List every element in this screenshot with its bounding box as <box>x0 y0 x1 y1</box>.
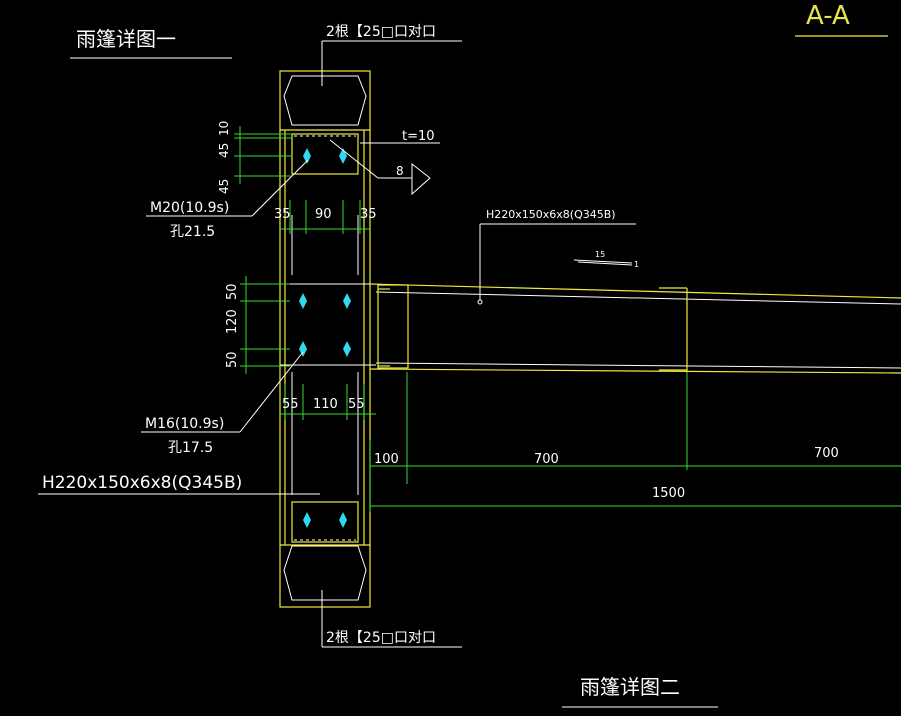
dim-mid-h1: 55 <box>282 397 299 412</box>
label-bolt-top: M20(10.9s) 孔21.5 <box>146 159 309 240</box>
dim-top-v3: 45 <box>217 179 231 194</box>
label-hole-mid-text: 孔17.5 <box>168 440 213 456</box>
dim-top-h1: 35 <box>274 207 291 222</box>
label-top-channel: 2根【25□口对口 <box>321 24 462 86</box>
slope-line <box>573 259 633 264</box>
label-bolt-top-text: M20(10.9s) <box>150 200 229 216</box>
label-beam-main: H220x150x6x8(Q345B) <box>477 208 636 305</box>
label-plate-thickness-text: t=10 <box>402 129 435 144</box>
label-beam-left-text: H220x150x6x8(Q345B) <box>42 473 242 493</box>
beam-bottom-flange-inner <box>375 362 901 369</box>
plate-bottom <box>291 501 359 543</box>
dim-beam-d2: 700 <box>534 452 559 467</box>
dim-top-v1: 10 <box>217 121 231 136</box>
dim-mid-horizontal: 55 110 55 <box>280 384 376 420</box>
label-hole-top-text: 孔21.5 <box>170 224 215 240</box>
weld-size-text: 8 <box>396 164 404 178</box>
dim-mid-h2: 110 <box>313 397 338 412</box>
leader-dot-icon <box>477 299 483 305</box>
plate-bottom-outline <box>291 501 359 543</box>
beam-end-plate <box>377 284 409 369</box>
label-bolt-mid: M16(10.9s) 孔17.5 <box>141 351 304 456</box>
label-bolt-mid-leader <box>239 351 304 433</box>
dim-mid-v1: 50 <box>225 283 240 300</box>
dim-top-vertical: 10 45 45 <box>217 121 292 194</box>
channel-cap-bottom <box>283 545 367 601</box>
title-detail-one: 雨篷详图一 <box>70 27 232 59</box>
beam-bottom-flange <box>369 368 901 374</box>
dim-top-h2: 90 <box>315 207 332 222</box>
bolt-icon <box>339 512 347 528</box>
slope-mark: 15 1 <box>573 250 639 269</box>
weld-symbol: 8 <box>329 139 431 196</box>
column-outline <box>279 70 371 608</box>
bolt-icon <box>303 512 311 528</box>
label-beam-main-text: H220x150x6x8(Q345B) <box>486 208 616 221</box>
weld-leader <box>329 139 379 179</box>
dim-top-v2: 45 <box>217 143 231 158</box>
dim-beam-d1: 100 <box>374 452 399 467</box>
column <box>279 70 371 608</box>
dim-beam: 100 700 700 1500 <box>369 372 901 512</box>
dim-top-h3: 35 <box>360 207 377 222</box>
label-bolt-top-leader <box>251 159 309 217</box>
beam-top-flange <box>369 283 901 299</box>
dim-mid-vertical: 50 120 50 <box>225 276 290 374</box>
slope-num-text: 15 <box>595 250 605 259</box>
dim-mid-v3: 50 <box>225 351 240 368</box>
label-beam-left: H220x150x6x8(Q345B) <box>38 473 320 495</box>
dim-top-horizontal: 35 90 35 <box>274 200 377 234</box>
dim-mid-v2: 120 <box>225 309 240 334</box>
title-detail-two: 雨篷详图二 <box>562 675 718 708</box>
label-bottom-channel: 2根【25□口对口 <box>321 590 462 648</box>
weld-triangle-icon <box>411 162 431 196</box>
label-top-channel-text: 2根【25□口对口 <box>326 24 436 40</box>
bolt-icon <box>343 293 351 309</box>
bolt-icon <box>343 341 351 357</box>
channel-cap-top <box>283 75 367 126</box>
title-detail-two-text: 雨篷详图二 <box>580 675 680 699</box>
bolt-icon <box>299 341 307 357</box>
title-section: A-A <box>795 1 888 37</box>
label-bottom-channel-text: 2根【25□口对口 <box>326 630 436 646</box>
plate-middle <box>280 283 376 366</box>
dim-mid-h3: 55 <box>348 397 365 412</box>
bolt-icon <box>303 148 311 164</box>
plate-top-outline <box>291 133 359 175</box>
slope-line-2 <box>577 261 633 266</box>
bolt-icon <box>299 293 307 309</box>
beam <box>369 283 901 374</box>
label-plate-thickness: t=10 <box>360 129 440 144</box>
plate-top <box>291 133 359 175</box>
label-bolt-mid-text: M16(10.9s) <box>145 416 224 432</box>
slope-den-text: 1 <box>634 260 639 269</box>
title-detail-one-text: 雨篷详图一 <box>76 27 176 51</box>
dim-beam-total: 1500 <box>652 486 685 501</box>
dim-beam-d3: 700 <box>814 446 839 461</box>
title-section-text: A-A <box>806 1 850 31</box>
beam-top-flange-inner <box>375 291 901 305</box>
